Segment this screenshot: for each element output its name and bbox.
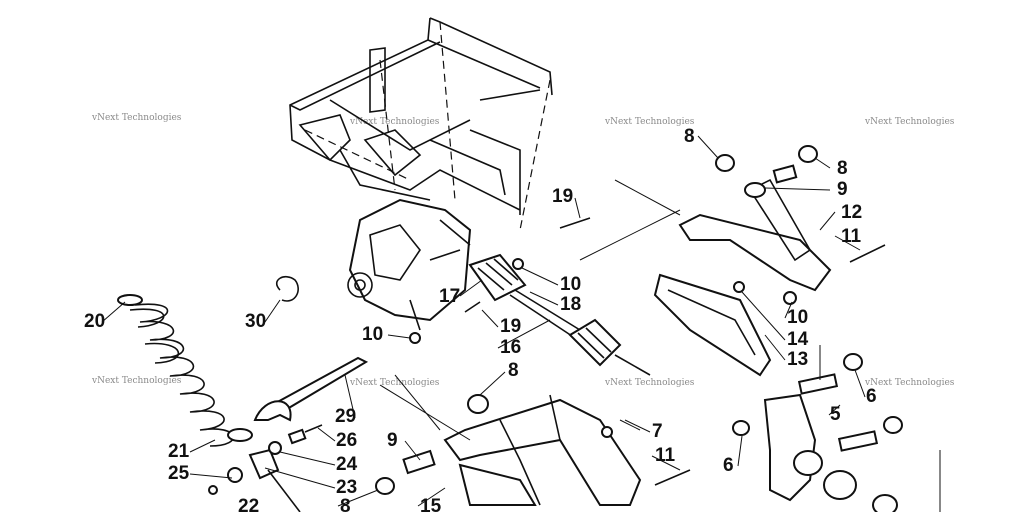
callout-6-right: 6 — [866, 386, 877, 407]
knuckle-assembly — [732, 345, 941, 512]
callout-21: 21 — [168, 441, 190, 462]
shock-spring — [117, 294, 323, 512]
watermark-2: vNext Technologies — [349, 117, 440, 127]
callout-7: 7 — [652, 421, 663, 442]
callouts: 8 8 9 12 11 19 10 17 18 10 14 13 20 30 1… — [84, 126, 877, 512]
callout-8-middle: 8 — [508, 360, 519, 381]
callout-24: 24 — [336, 454, 358, 475]
callout-22: 22 — [238, 496, 259, 512]
callout-10-center: 10 — [560, 274, 581, 295]
leader-lines — [101, 135, 866, 507]
callout-19-lower: 19 — [500, 316, 521, 337]
callout-26: 26 — [336, 430, 357, 451]
frame-assembly — [289, 17, 553, 331]
callout-14: 14 — [787, 329, 809, 350]
retaining-ring — [275, 275, 299, 302]
callout-6-center: 6 — [723, 455, 734, 476]
callout-20: 20 — [84, 311, 105, 332]
watermark-6: vNext Technologies — [349, 378, 440, 388]
callout-30: 30 — [245, 311, 266, 332]
upper-a-arm — [559, 145, 886, 292]
callout-17: 17 — [439, 286, 460, 307]
watermark-7: vNext Technologies — [604, 378, 695, 388]
watermark-8: vNext Technologies — [864, 378, 955, 388]
callout-11-lower: 11 — [655, 445, 676, 466]
watermark-5: vNext Technologies — [91, 376, 182, 386]
callout-13: 13 — [787, 349, 808, 370]
watermark-3: vNext Technologies — [604, 117, 695, 127]
callout-8-lower: 8 — [340, 496, 351, 512]
spanner-wrench — [253, 356, 369, 422]
watermark-4: vNext Technologies — [864, 117, 955, 127]
callout-10-left: 10 — [362, 324, 383, 345]
callout-23: 23 — [336, 477, 357, 498]
callout-15: 15 — [420, 496, 442, 512]
watermark-1: vNext Technologies — [91, 113, 182, 123]
hardware — [394, 179, 681, 438]
callout-18: 18 — [560, 294, 581, 315]
callout-8-upper: 8 — [684, 126, 695, 147]
lower-a-arm — [375, 384, 691, 506]
callout-10-right: 10 — [787, 307, 808, 328]
callout-25: 25 — [168, 463, 190, 484]
callout-19-upper: 19 — [552, 186, 573, 207]
watermarks: vNext Technologies vNext Technologies vN… — [91, 113, 955, 388]
cv-axle — [468, 253, 651, 376]
skid-plate — [653, 273, 797, 377]
callout-5: 5 — [830, 404, 841, 425]
callout-29: 29 — [335, 406, 356, 427]
callout-12: 12 — [841, 202, 862, 223]
callout-9-lower: 9 — [387, 430, 398, 451]
callout-8-right: 8 — [837, 158, 848, 179]
callout-16: 16 — [500, 337, 521, 358]
callout-11-upper: 11 — [841, 226, 862, 247]
callout-9-right: 9 — [837, 179, 848, 200]
